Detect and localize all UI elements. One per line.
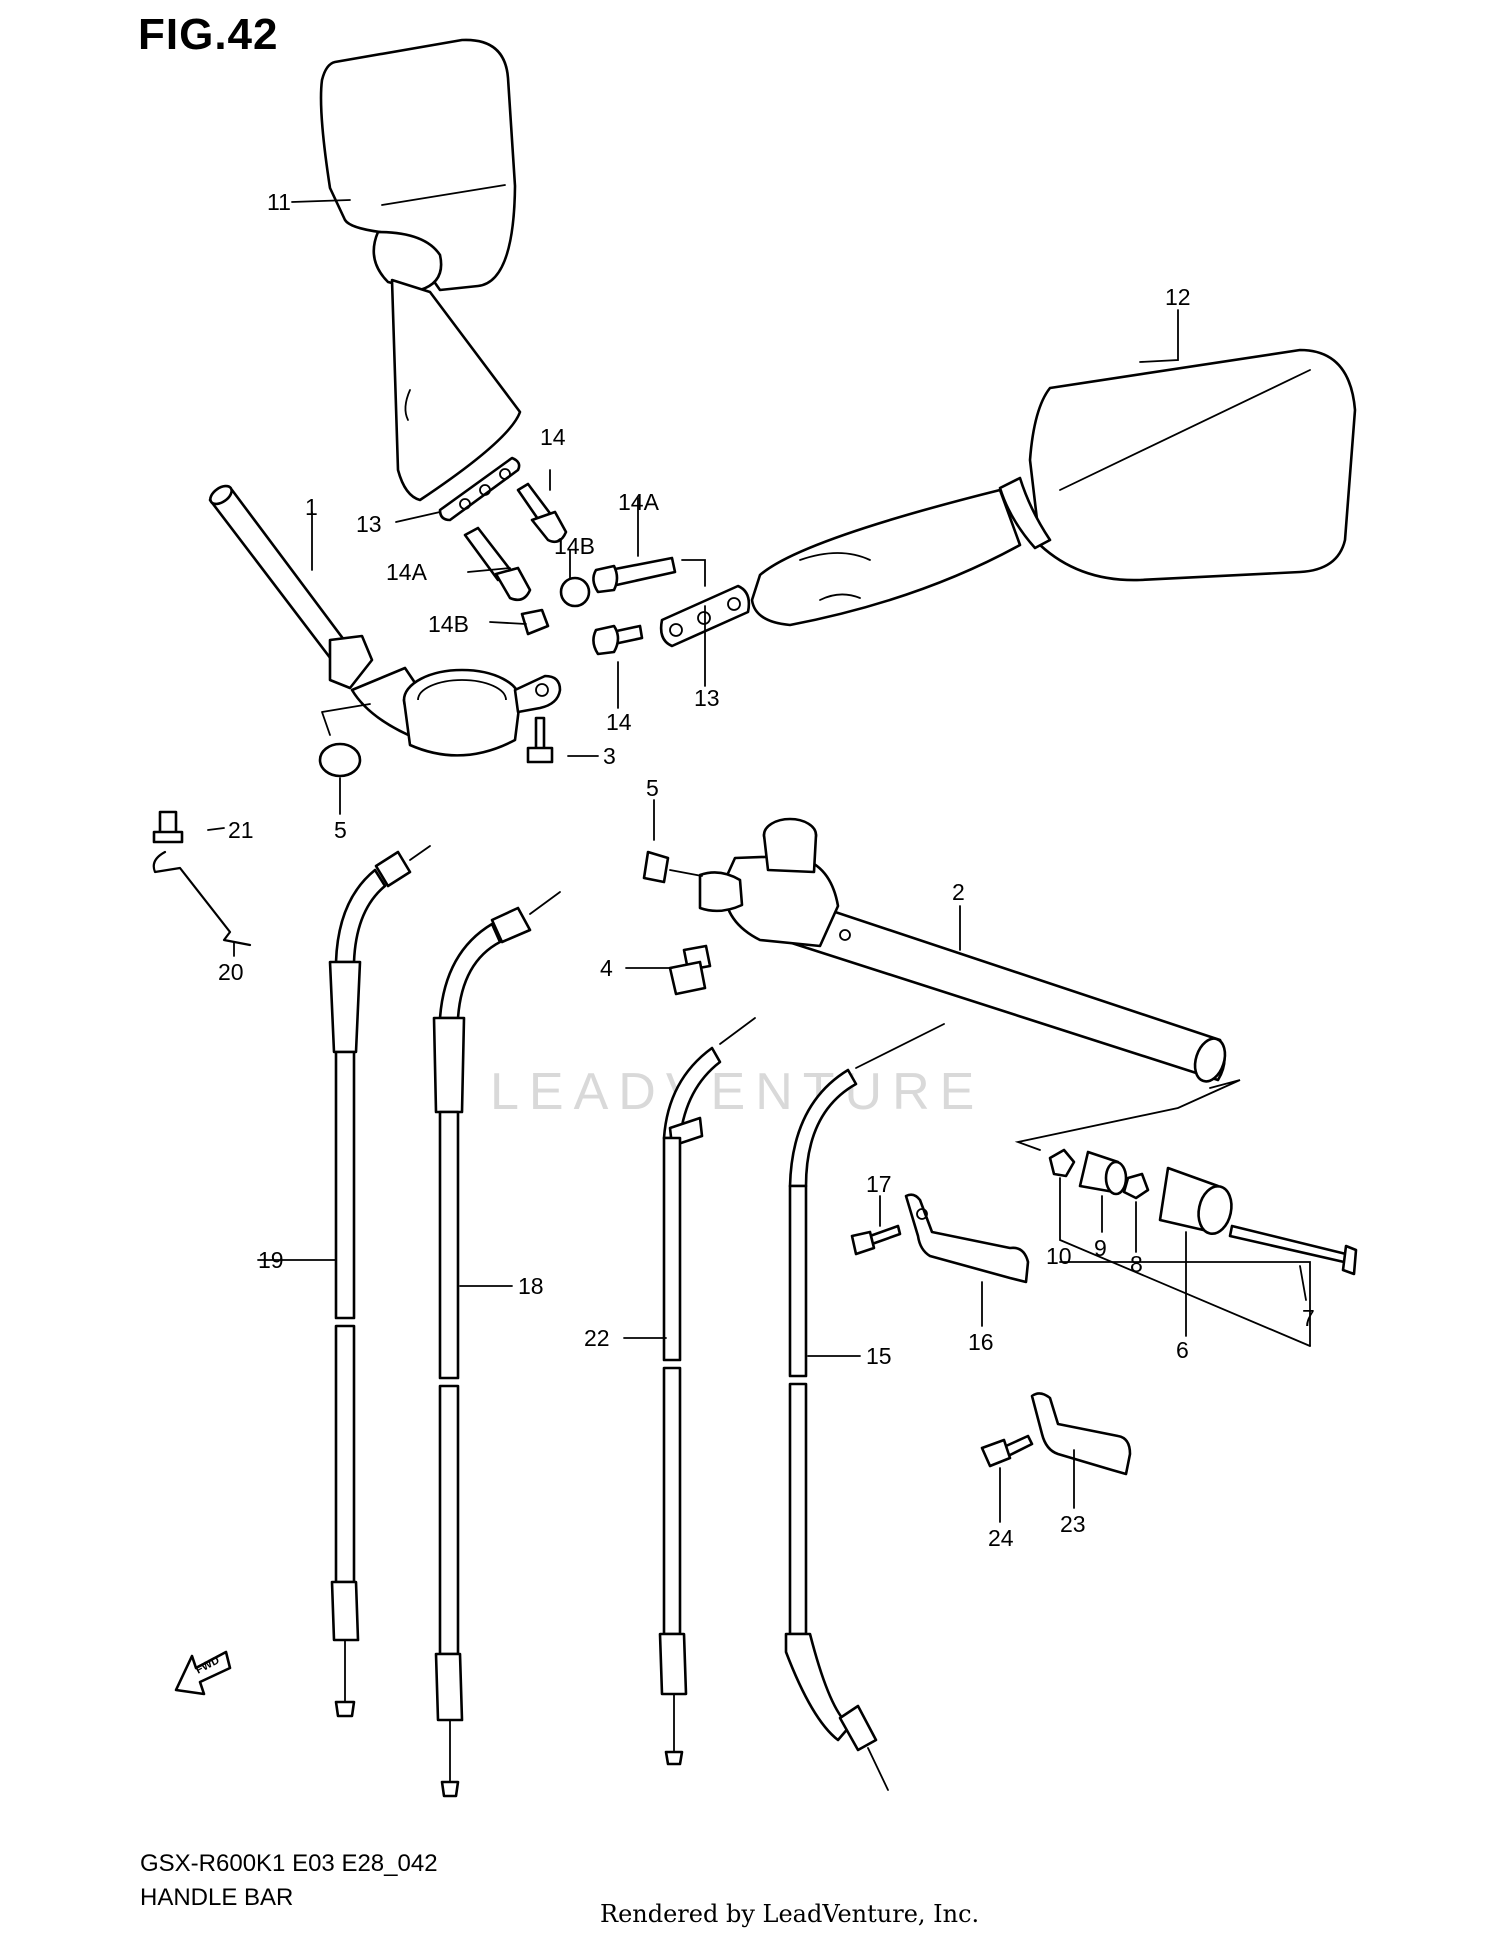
bolt-17 xyxy=(850,1224,902,1256)
bolt-21 xyxy=(152,810,184,844)
screw-7 xyxy=(1228,1224,1358,1276)
callout-13-right: 13 xyxy=(694,685,720,711)
callout-14-lower: 14 xyxy=(606,709,632,735)
callout-13-left: 13 xyxy=(356,511,382,537)
callout-17: 17 xyxy=(866,1171,892,1197)
balancer-6 xyxy=(1158,1166,1233,1236)
callout-14A-left: 14A xyxy=(386,559,428,585)
washer-10 xyxy=(1048,1148,1076,1178)
callout-14A-right: 14A xyxy=(618,489,660,515)
bolt-14A-left xyxy=(463,526,532,602)
callout-12: 12 xyxy=(1165,284,1191,310)
callout-20: 20 xyxy=(218,959,244,985)
callout-15: 15 xyxy=(866,1343,892,1369)
callout-labels: 11 12 13 14 14A 14A 14B 14B 13 14 1 3 5 … xyxy=(218,189,1315,1551)
clamp-16 xyxy=(904,1193,1030,1284)
callout-21: 21 xyxy=(228,817,254,843)
callout-18: 18 xyxy=(518,1273,544,1299)
callout-3: 3 xyxy=(603,743,616,769)
callout-14-upper: 14 xyxy=(540,424,566,450)
callout-22: 22 xyxy=(584,1325,610,1351)
callout-16: 16 xyxy=(968,1329,994,1355)
handlebar-left xyxy=(208,484,562,757)
assembly-line-left xyxy=(321,703,371,736)
callout-5-right: 5 xyxy=(646,775,659,801)
callout-7: 7 xyxy=(1302,1305,1315,1331)
model-code: GSX-R600K1 E03 E28_042 xyxy=(140,1850,438,1877)
fwd-arrow-icon: FWD xyxy=(174,1650,232,1696)
callout-24: 24 xyxy=(988,1525,1014,1551)
leader-lines xyxy=(207,199,1311,1523)
bolt-14-upper xyxy=(516,482,568,544)
callout-19: 19 xyxy=(258,1247,284,1273)
wire-guide-20 xyxy=(152,850,252,947)
watermark-text: LEADVENTURE xyxy=(490,1063,985,1121)
callout-23: 23 xyxy=(1060,1511,1086,1537)
callout-2: 2 xyxy=(952,879,965,905)
callout-14B-lower: 14B xyxy=(428,611,469,637)
callout-1: 1 xyxy=(305,494,318,520)
bolt-24 xyxy=(980,1434,1034,1468)
nut-14B-lower xyxy=(520,608,550,636)
bolt-14A-right xyxy=(592,556,677,594)
callout-5-left: 5 xyxy=(334,817,347,843)
cap-5-left xyxy=(318,742,362,778)
cable-19 xyxy=(328,845,431,1718)
callout-9: 9 xyxy=(1094,1235,1107,1261)
bolt-4 xyxy=(668,944,712,996)
callout-11: 11 xyxy=(267,189,291,215)
callout-14B-upper: 14B xyxy=(554,533,595,559)
handlebar-right xyxy=(698,817,1227,1083)
cap-5-right xyxy=(642,850,703,884)
nut-8 xyxy=(1122,1172,1150,1200)
clamp-23 xyxy=(1030,1392,1132,1476)
callout-6: 6 xyxy=(1176,1337,1189,1363)
rendered-by: Rendered by LeadVenture, Inc. xyxy=(600,1900,980,1928)
cable-22 xyxy=(658,1017,756,1766)
cable-18 xyxy=(432,891,561,1798)
break-line xyxy=(1014,1079,1241,1151)
callout-8: 8 xyxy=(1130,1251,1143,1277)
figure-title: FIG.42 xyxy=(138,10,279,59)
bolt-14-lower xyxy=(592,624,644,656)
mirror-right xyxy=(750,348,1357,627)
mirror-left xyxy=(319,38,522,502)
nut-14B-upper xyxy=(559,576,591,608)
cable-15 xyxy=(784,1023,945,1791)
bolt-3 xyxy=(526,716,554,764)
mirror-bracket-left xyxy=(438,456,521,522)
rubber-9 xyxy=(1078,1150,1128,1196)
section-name: HANDLE BAR xyxy=(140,1884,294,1911)
callout-4: 4 xyxy=(600,955,613,981)
callout-10: 10 xyxy=(1046,1243,1072,1269)
